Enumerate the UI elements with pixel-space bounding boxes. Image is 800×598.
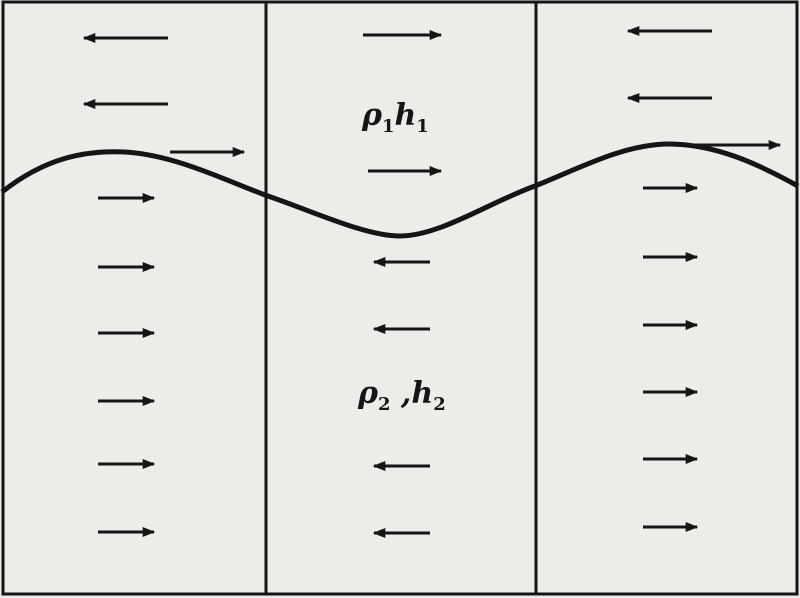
flow-arrows (82, 25, 782, 539)
upper-height-symbol: h (394, 98, 417, 133)
lower-layer-label: ρ2 ,h2 (358, 376, 446, 415)
lower-layer-separator: , (390, 376, 412, 411)
upper-density-subscript: 1 (381, 116, 395, 137)
lower-height-symbol: h (411, 376, 434, 411)
upper-layer-label: ρ1h1 (362, 98, 429, 137)
lower-height-subscript: 2 (433, 394, 446, 415)
lower-density-symbol: ρ (358, 376, 378, 411)
lower-density-subscript: 2 (377, 394, 391, 415)
upper-height-subscript: 1 (416, 116, 429, 137)
upper-density-symbol: ρ (362, 98, 382, 133)
interface-wave (0, 141, 800, 239)
